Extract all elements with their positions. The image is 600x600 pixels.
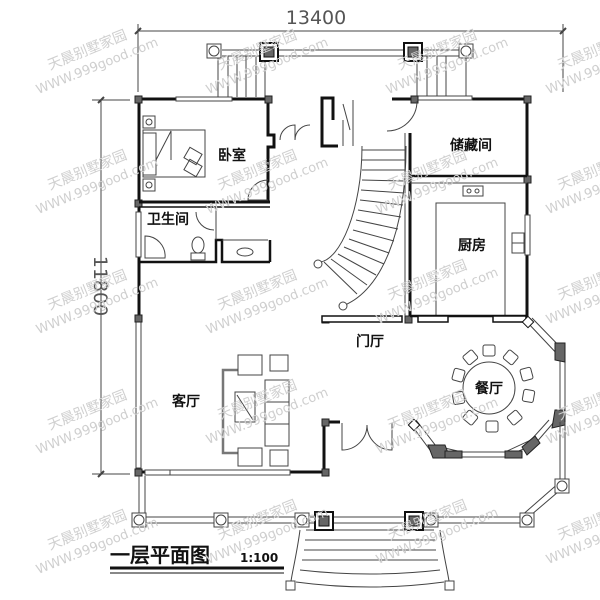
entrance-door-icon	[341, 423, 393, 451]
dimension-width	[134, 24, 567, 92]
sofa-icon	[264, 379, 290, 447]
dimension-width-label: 13400	[286, 7, 346, 29]
step-post-icon	[285, 580, 296, 591]
room-label-foyer: 门厅	[356, 333, 384, 350]
foyer-wall	[321, 315, 527, 323]
nightstand-icon	[142, 178, 156, 192]
toilet-icon	[190, 252, 206, 261]
drawing-title: 一层平面图	[110, 543, 210, 567]
storage-room	[386, 100, 527, 316]
curved-staircase	[313, 100, 407, 311]
nightstand-icon	[142, 115, 156, 129]
room-label-bedroom: 卧室	[218, 147, 246, 164]
door-swing-icon	[279, 124, 311, 141]
drawing-scale: 1:100	[240, 551, 278, 565]
room-label-kitchen: 厨房	[458, 237, 486, 254]
title-block: 一层平面图 1:100	[110, 543, 284, 574]
door-swing-icon	[386, 100, 418, 132]
dining-chairs	[451, 344, 536, 433]
living-room-furniture	[221, 354, 290, 467]
armchair-icon	[237, 447, 263, 467]
room-label-bathroom: 卫生间	[147, 211, 189, 228]
stove-icon	[462, 185, 484, 197]
step-post-icon	[444, 580, 455, 591]
porch-columns-bottom	[131, 478, 570, 591]
sink-icon	[236, 247, 254, 257]
room-label-dining-room: 餐厅	[474, 380, 503, 397]
round-table-icon	[462, 361, 516, 415]
dimension-height-label: 11800	[89, 256, 111, 316]
rug-outline	[221, 368, 242, 455]
door-swing-icon	[195, 211, 215, 231]
bedroom	[139, 115, 270, 208]
side-table-icon	[269, 449, 289, 467]
room-label-living-room: 客厅	[171, 393, 200, 410]
dimension-height	[92, 96, 130, 478]
shower-icon	[144, 235, 166, 259]
bathroom	[139, 207, 272, 264]
side-table-icon	[269, 354, 289, 372]
porch-columns-top	[206, 42, 474, 62]
dining-bay-columns	[407, 315, 566, 459]
dining-table	[451, 344, 536, 433]
room-label-storage: 储藏间	[449, 137, 492, 154]
windows	[135, 95, 531, 476]
armchair-icon	[237, 354, 263, 376]
door-swing-icon	[247, 179, 269, 201]
